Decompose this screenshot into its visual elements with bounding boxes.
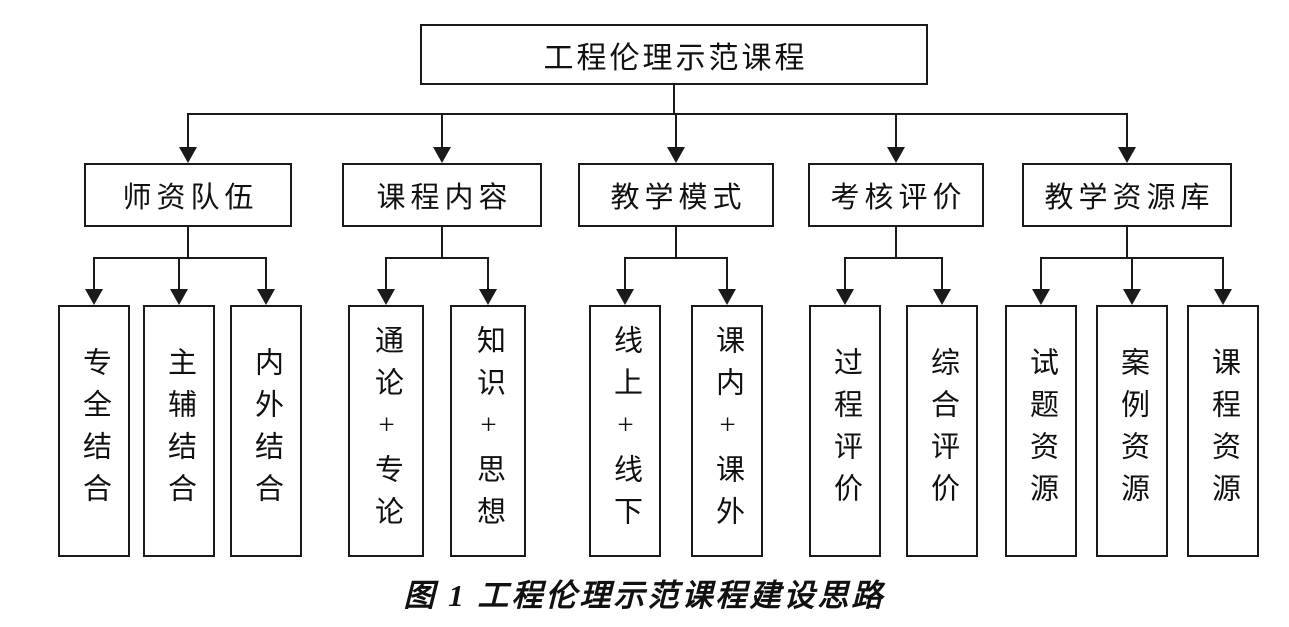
- arrow-down-icon: [377, 289, 395, 305]
- connector-stem: [675, 113, 677, 148]
- arrow-down-icon: [836, 289, 854, 305]
- arrow-down-icon: [718, 289, 736, 305]
- branch-node-resources: 教学资源库: [1022, 163, 1232, 227]
- leaf-label: 案例资源: [1116, 347, 1149, 515]
- connector-stem: [441, 113, 443, 148]
- leaf-node: 课内+课外: [691, 305, 763, 557]
- arrow-down-icon: [433, 147, 451, 163]
- branch-node-faculty: 师资队伍: [84, 163, 292, 227]
- connector-bus: [187, 113, 1128, 115]
- leaf-label: 专全结合: [78, 347, 111, 515]
- figure-caption: 图 1 工程伦理示范课程建设思路: [403, 578, 886, 613]
- leaf-node: 内外结合: [230, 305, 302, 557]
- leaf-label: 知识+思想: [472, 324, 505, 538]
- leaf-label: 课程资源: [1207, 347, 1240, 515]
- connector-stem: [441, 226, 443, 259]
- connector-bus: [93, 257, 267, 259]
- arrow-down-icon: [933, 289, 951, 305]
- arrow-down-icon: [1032, 289, 1050, 305]
- leaf-node: 试题资源: [1005, 305, 1077, 557]
- connector-stem: [1040, 257, 1042, 290]
- arrow-down-icon: [179, 147, 197, 163]
- leaf-node: 知识+思想: [450, 305, 526, 557]
- leaf-node: 课程资源: [1187, 305, 1259, 557]
- connector-stem: [487, 257, 489, 290]
- branch-node-content: 课程内容: [342, 163, 542, 227]
- leaf-node: 综合评价: [906, 305, 978, 557]
- arrow-down-icon: [1214, 289, 1232, 305]
- leaf-node: 专全结合: [58, 305, 130, 557]
- leaf-node: 过程评价: [809, 305, 881, 557]
- arrow-down-icon: [616, 289, 634, 305]
- root-node: 工程伦理示范课程: [420, 24, 928, 85]
- connector-stem: [1222, 257, 1224, 290]
- leaf-label: 试题资源: [1025, 347, 1058, 515]
- arrow-down-icon: [257, 289, 275, 305]
- connector-stem: [265, 257, 267, 290]
- connector-stem: [1131, 257, 1133, 290]
- leaf-label: 过程评价: [829, 347, 862, 515]
- leaf-label: 内外结合: [250, 347, 283, 515]
- connector-stem: [385, 257, 387, 290]
- connector-stem: [726, 257, 728, 290]
- connector-stem: [187, 226, 189, 259]
- leaf-node: 线上+线下: [589, 305, 661, 557]
- connector-stem: [844, 257, 846, 290]
- connector-stem: [1126, 113, 1128, 148]
- arrow-down-icon: [887, 147, 905, 163]
- arrow-down-icon: [1123, 289, 1141, 305]
- leaf-label: 主辅结合: [163, 347, 196, 515]
- connector-stem: [1126, 226, 1128, 259]
- arrow-down-icon: [479, 289, 497, 305]
- connector-bus: [624, 257, 728, 259]
- leaf-label: 综合评价: [926, 347, 959, 515]
- connector-stem: [93, 257, 95, 290]
- connector-stem: [187, 113, 189, 148]
- connector-bus: [844, 257, 943, 259]
- leaf-node: 主辅结合: [143, 305, 215, 557]
- connector-stem: [675, 226, 677, 259]
- branch-node-assessment: 考核评价: [808, 163, 984, 227]
- leaf-label: 通论+专论: [370, 324, 403, 538]
- connector-stem: [895, 113, 897, 148]
- connector-stem: [673, 85, 675, 115]
- connector-bus: [385, 257, 489, 259]
- connector-stem: [178, 257, 180, 290]
- arrow-down-icon: [170, 289, 188, 305]
- arrow-down-icon: [85, 289, 103, 305]
- arrow-down-icon: [667, 147, 685, 163]
- leaf-node: 案例资源: [1096, 305, 1168, 557]
- arrow-down-icon: [1118, 147, 1136, 163]
- connector-stem: [941, 257, 943, 290]
- leaf-node: 通论+专论: [348, 305, 424, 557]
- leaf-label: 课内+课外: [711, 324, 744, 538]
- connector-stem: [624, 257, 626, 290]
- branch-node-teaching-mode: 教学模式: [578, 163, 774, 227]
- leaf-label: 线上+线下: [609, 324, 642, 538]
- connector-stem: [895, 226, 897, 259]
